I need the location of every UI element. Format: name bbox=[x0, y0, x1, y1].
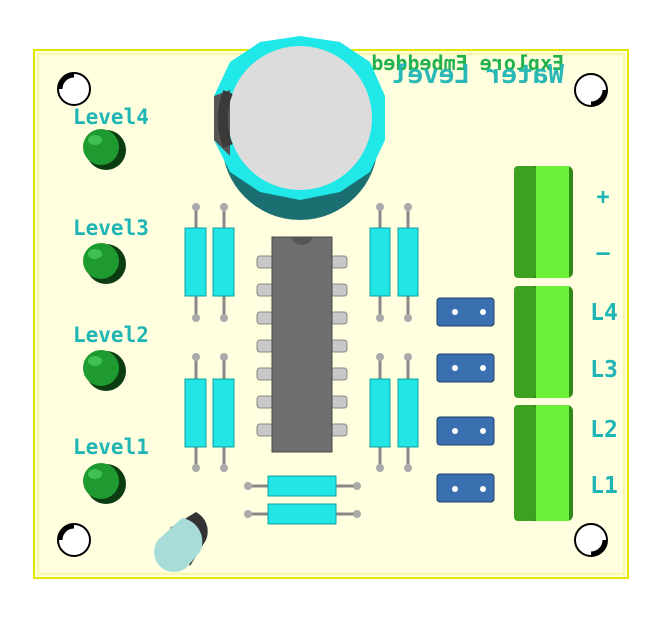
ic-pin-left-2 bbox=[256, 283, 274, 297]
ic-pin-left-7 bbox=[256, 423, 274, 437]
resistor-r9 bbox=[244, 475, 361, 497]
transistor bbox=[154, 512, 208, 572]
jumper-j4 bbox=[436, 473, 495, 503]
ic-pin-left-5 bbox=[256, 367, 274, 381]
terminal-label-l2: L2 bbox=[590, 417, 618, 443]
terminal-block-l2-l1 bbox=[514, 405, 573, 521]
resistor-r7 bbox=[369, 353, 391, 472]
resistor-r1 bbox=[184, 203, 207, 322]
jumper-j2 bbox=[436, 353, 495, 383]
ic-pin-right-3 bbox=[330, 311, 348, 325]
ic-pin-right-2 bbox=[330, 283, 348, 297]
led-level3 bbox=[83, 243, 126, 284]
ic-pin-right-5 bbox=[330, 367, 348, 381]
ic-pin-right-1 bbox=[330, 255, 348, 269]
ic-notch bbox=[292, 237, 312, 245]
terminal-label-plus: + bbox=[596, 185, 609, 210]
led-label-level4: Level4 bbox=[73, 105, 149, 129]
resistor-r8 bbox=[397, 353, 419, 472]
brand-text-mirrored: Explore Embedded bbox=[371, 51, 564, 75]
ic-body bbox=[271, 236, 333, 453]
ic-dip14 bbox=[256, 236, 348, 453]
ic-pin-left-6 bbox=[256, 395, 274, 409]
mounting-hole-bottom-right bbox=[574, 523, 608, 557]
ic-pin-left-4 bbox=[256, 339, 274, 353]
resistor-r3 bbox=[184, 353, 207, 472]
resistor-r5 bbox=[369, 203, 391, 322]
led-label-level3: Level3 bbox=[73, 216, 149, 240]
led-label-level2: Level2 bbox=[73, 323, 149, 347]
ic-pin-right-6 bbox=[330, 395, 348, 409]
terminal-block-power bbox=[514, 166, 573, 278]
terminal-label-l1: L1 bbox=[590, 473, 618, 499]
ic-pin-right-4 bbox=[330, 339, 348, 353]
mounting-hole-top-left bbox=[57, 72, 91, 106]
resistor-r4 bbox=[212, 353, 235, 472]
ic-pin-left-1 bbox=[256, 255, 274, 269]
resistor-r6 bbox=[397, 203, 419, 322]
ic-pin-left-3 bbox=[256, 311, 274, 325]
jumper-j3 bbox=[436, 416, 495, 446]
ic-pin-right-7 bbox=[330, 423, 348, 437]
led-level2 bbox=[83, 350, 126, 391]
mounting-hole-bottom-left bbox=[57, 523, 91, 557]
terminal-label-l4: L4 bbox=[590, 300, 618, 326]
terminal-label-l3: L3 bbox=[590, 357, 618, 383]
led-level1 bbox=[83, 463, 126, 504]
resistor-r10 bbox=[244, 503, 361, 525]
led-label-level1: Level1 bbox=[73, 435, 149, 459]
mounting-hole-top-right bbox=[574, 73, 608, 107]
terminal-block-l4-l3 bbox=[514, 286, 573, 398]
led-level4 bbox=[83, 129, 126, 170]
terminal-label-minus: – bbox=[596, 241, 610, 266]
resistor-r2 bbox=[212, 203, 235, 322]
jumper-j1 bbox=[436, 297, 495, 327]
electrolytic-capacitor bbox=[214, 36, 385, 220]
board-title-mirrored: Water Level bbox=[392, 60, 564, 90]
